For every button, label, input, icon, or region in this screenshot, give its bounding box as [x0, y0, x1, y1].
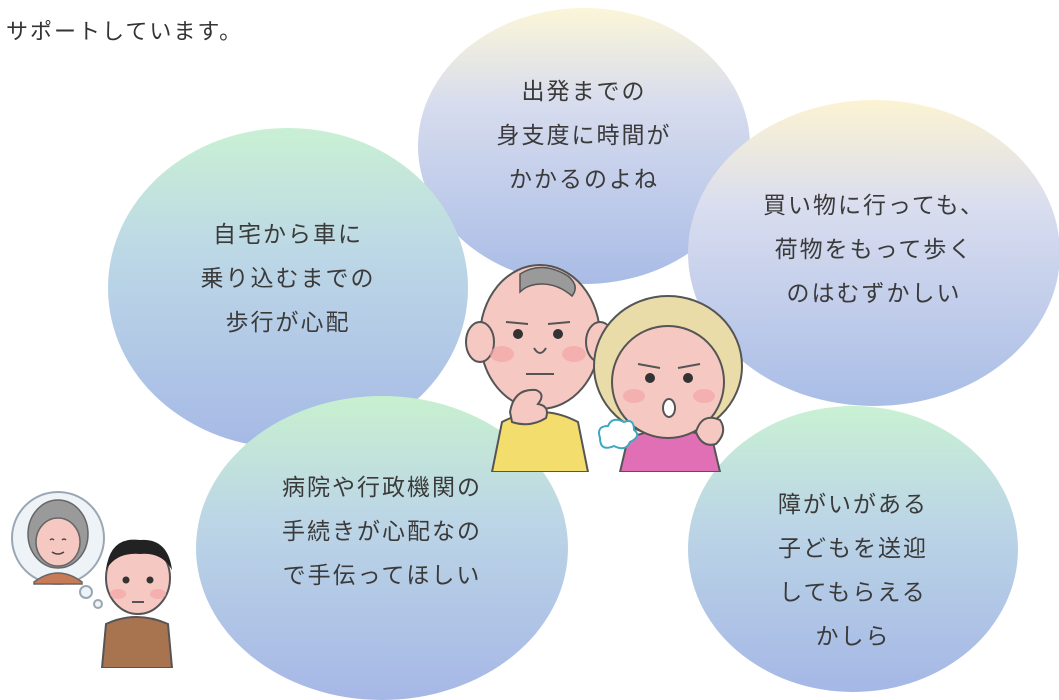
bubble-line: 乗り込むまでの: [200, 266, 376, 292]
speech-bubble-shopping: 買い物に行っても、 荷物をもって歩く のはむずかしい: [688, 100, 1059, 406]
bubble-line: 自宅から車に: [213, 222, 363, 248]
speech-bubble-time: 出発までの 身支度に時間が かかるのよね: [418, 8, 750, 284]
thinking-elderly-couple-illustration: [465, 264, 743, 472]
bubble-line: 障がいがある: [778, 492, 928, 518]
bubble-line: 子どもを送迎: [778, 536, 928, 562]
intro-text: サポートしています。: [6, 20, 244, 45]
bubble-line: 身支度に時間が: [496, 123, 672, 149]
bubble-line: 買い物に行っても、: [762, 193, 985, 219]
bubble-line: で手伝ってほしい: [282, 563, 482, 589]
bubble-line: 病院や行政機関の: [282, 475, 482, 501]
speech-bubble-children: 障がいがある 子どもを送迎 してもらえる かしら: [688, 406, 1018, 692]
son-thinking-of-parent-illustration: [11, 491, 174, 668]
bubble-line: かしら: [815, 624, 891, 650]
bubble-line: 歩行が心配: [225, 310, 351, 336]
bubble-line: かかるのよね: [509, 167, 659, 193]
speech-bubble-walking: 自宅から車に 乗り込むまでの 歩行が心配: [108, 128, 468, 448]
bubble-line: のはむずかしい: [786, 281, 962, 307]
bubble-line: 出発までの: [521, 79, 647, 105]
bubble-line: 手続きが心配なの: [282, 519, 482, 545]
bubble-line: してもらえる: [779, 580, 927, 606]
bubble-line: 荷物をもって歩く: [774, 237, 974, 263]
